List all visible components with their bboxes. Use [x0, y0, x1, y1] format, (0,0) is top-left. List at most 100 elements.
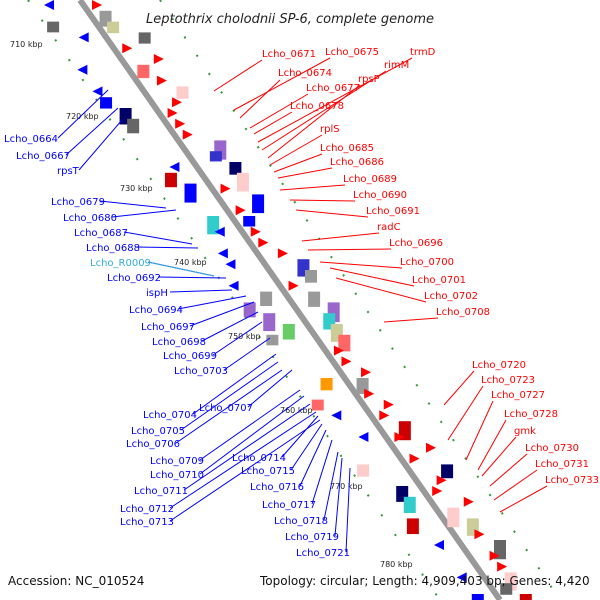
gene-label[interactable]: Lcho_0709 — [150, 456, 204, 467]
kbp-tick: 710 kbp — [10, 40, 43, 49]
gene-label[interactable]: Lcho_0698 — [152, 337, 206, 348]
gene-block — [260, 291, 273, 306]
gene-label[interactable]: Lcho_0718 — [274, 516, 328, 527]
kbp-tick: 770 kbp — [330, 482, 363, 491]
gene-label[interactable]: Lcho_0706 — [126, 439, 180, 450]
gene-label[interactable]: Lcho_0715 — [241, 466, 295, 477]
gene-label[interactable]: rimM — [384, 60, 409, 71]
gene-label[interactable]: Lcho_0717 — [262, 500, 316, 511]
gene-label[interactable]: Lcho_0664 — [4, 134, 58, 145]
gene-label[interactable]: Lcho_0692 — [107, 273, 161, 284]
forward-arrow — [182, 129, 193, 140]
forward-arrow — [92, 0, 102, 10]
gene-label[interactable]: Lcho_0685 — [320, 143, 374, 154]
gene-label[interactable]: Lcho_0687 — [74, 228, 128, 239]
gene-block — [266, 334, 279, 346]
gene-label[interactable]: Lcho_0714 — [232, 453, 286, 464]
gene-label[interactable]: Lcho_0703 — [174, 366, 228, 377]
gene-label[interactable]: Lcho_0710 — [150, 470, 204, 481]
kbp-tick: 780 kbp — [380, 560, 413, 569]
leader-lines-forward — [213, 57, 548, 513]
gene-label[interactable]: rpsT — [57, 166, 80, 177]
forward-arrow — [474, 529, 485, 540]
gene-label[interactable]: Lcho_0675 — [325, 47, 379, 58]
gene-label[interactable]: Lcho_0719 — [285, 532, 339, 543]
reverse-arrow — [214, 226, 225, 237]
forward-arrow — [361, 367, 372, 378]
gene-label[interactable]: Lcho_0694 — [129, 305, 183, 316]
gene-block — [243, 302, 256, 318]
reverse-arrow — [228, 280, 239, 291]
reverse-arrow — [77, 64, 88, 75]
gene-block — [305, 270, 317, 283]
gene-label[interactable]: Lcho_0674 — [278, 68, 332, 79]
gene-block — [263, 313, 276, 332]
forward-arrow — [409, 453, 420, 464]
reverse-arrow — [92, 86, 103, 97]
gene-label[interactable]: Lcho_0701 — [412, 275, 466, 286]
forward-arrow — [235, 205, 246, 216]
forward-arrow — [364, 388, 375, 399]
gene-block — [164, 172, 177, 188]
forward-arrow — [489, 550, 500, 561]
gene-label[interactable]: Lcho_0677 — [306, 83, 360, 94]
gene-label[interactable]: rpsP — [358, 74, 380, 85]
forward-arrow — [463, 496, 474, 507]
gene-label[interactable]: Lcho_0688 — [86, 243, 140, 254]
reverse-arrow — [78, 32, 89, 43]
feature-track — [44, 0, 532, 600]
gene-label[interactable]: Lcho_0730 — [525, 443, 579, 454]
forward-arrow — [122, 43, 133, 54]
gene-label[interactable]: Lcho_0723 — [481, 375, 535, 386]
gene-block — [441, 464, 454, 479]
gene-block — [447, 507, 460, 528]
gene-label[interactable]: Lcho_0699 — [163, 351, 217, 362]
gene-label[interactable]: Lcho_0711 — [134, 486, 188, 497]
gene-label[interactable]: Lcho_0716 — [250, 482, 304, 493]
gene-block — [519, 594, 532, 600]
gene-label[interactable]: Lcho_0679 — [51, 197, 105, 208]
reverse-arrow — [169, 162, 180, 172]
gene-label[interactable]: Lcho_0667 — [16, 151, 70, 162]
gene-label[interactable]: Lcho_0708 — [436, 307, 490, 318]
gene-label[interactable]: Lcho_0728 — [504, 409, 558, 420]
gene-label[interactable]: Lcho_0700 — [400, 257, 454, 268]
forward-arrow — [425, 442, 436, 453]
gene-label[interactable]: Lcho_0713 — [120, 517, 174, 528]
gene-label[interactable]: Lcho_0697 — [141, 322, 195, 333]
gene-label[interactable]: rplS — [320, 124, 340, 135]
gene-label[interactable]: Lcho_0696 — [389, 238, 443, 249]
genome-backbone — [77, 0, 503, 600]
gene-block — [176, 86, 189, 99]
gene-label[interactable]: Lcho_0712 — [120, 504, 174, 515]
gene-label[interactable]: Lcho_0690 — [353, 190, 407, 201]
gene-label[interactable]: Lcho_0705 — [131, 426, 185, 437]
gene-label[interactable]: Lcho_0733 — [545, 475, 599, 486]
gene-label[interactable]: Lcho_0691 — [366, 206, 420, 217]
gene-label[interactable]: Lcho_0689 — [343, 174, 397, 185]
leader-lines-reverse — [57, 89, 351, 553]
labels-reverse: Lcho_0664 Lcho_0667 rpsT Lcho_0679 Lcho_… — [4, 134, 350, 559]
gene-block — [308, 291, 321, 307]
gene-label[interactable]: Lcho_0727 — [491, 390, 545, 401]
gene-label[interactable]: ispH — [146, 288, 168, 299]
gene-label[interactable]: Lcho_0678 — [290, 101, 344, 112]
gene-label[interactable]: radC — [377, 222, 401, 233]
gene-block — [127, 118, 140, 134]
gene-label[interactable]: trmD — [410, 47, 436, 58]
kbp-ticks: 710 kbp 720 kbp 730 kbp 740 kbp 750 kbp … — [10, 40, 413, 569]
gene-label[interactable]: Lcho_0680 — [63, 213, 117, 224]
gene-label[interactable]: Lcho_0721 — [296, 548, 350, 559]
gene-label[interactable]: Lcho_0686 — [330, 157, 384, 168]
gene-label-rna[interactable]: Lcho_R0009 — [90, 258, 151, 269]
reverse-arrow — [225, 259, 236, 270]
gene-label[interactable]: Lcho_0704 — [143, 410, 197, 421]
gene-label[interactable]: gmk — [514, 426, 536, 437]
gene-label[interactable]: Lcho_0731 — [535, 459, 589, 470]
gene-label[interactable]: Lcho_0702 — [424, 291, 478, 302]
forward-arrow — [497, 561, 508, 572]
gene-label[interactable]: Lcho_0671 — [262, 49, 316, 60]
gene-block — [100, 97, 113, 109]
gene-label[interactable]: Lcho_0720 — [472, 360, 526, 371]
